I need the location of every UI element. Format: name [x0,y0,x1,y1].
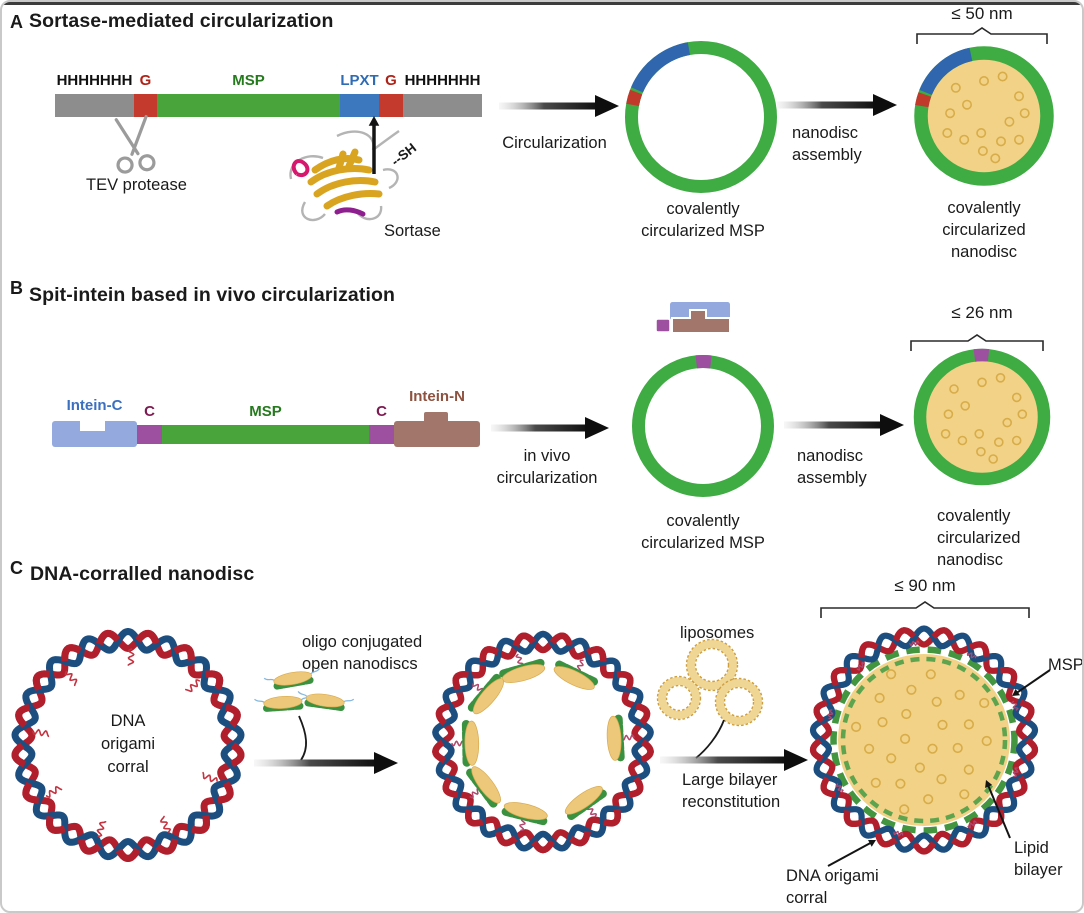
size-label-c: ≤ 90 nm [894,576,956,595]
c-right-label: C [376,402,387,420]
connector-line-liposomes [695,719,725,759]
msp-b-label: MSP [249,402,282,420]
scissors-icon [114,114,156,174]
size-bracket-a [916,27,1048,44]
segment-his-right: HHHHHHH [403,72,482,117]
g-left-label: G [139,72,152,89]
intein-c-notch [80,421,105,431]
oligo-nanodiscs-label: oligo conjugated open nanodiscs [302,633,423,673]
liposomes-label: liposomes [680,624,755,642]
released-split-intein-complex [655,302,731,334]
dna-double-helix-ring [432,630,654,854]
c-left-label: C [144,402,155,420]
window-top-edge [2,2,1082,5]
segment-msp-b: MSP [162,403,369,444]
ring-a-caption: covalently circularized MSP [641,200,765,240]
ring-b-caption: covalently circularized MSP [641,512,765,552]
dna-double-helix-ring [809,625,1039,855]
panel-c-title: DNA-corralled nanodisc [30,563,255,585]
open-nanodisc [467,673,505,715]
in-vivo-circularization-arrow [491,417,609,439]
sortase-protein-structure [289,130,400,222]
open-nanodisc [263,668,321,690]
liposome [685,638,739,692]
intein-n-block: Intein-N [394,388,480,447]
dna-corral-callout-arrow [827,840,876,867]
circularization-label: Circularization [502,134,607,152]
segment-g-right: G [379,72,403,117]
liposome [714,677,764,727]
dna-corralled-nanodisc-assembly [809,625,1039,855]
liposome [656,675,702,721]
msp-callout-arrow [1012,669,1051,696]
his-right-label: HHHHHHH [404,72,481,89]
liposomes-group [656,638,764,727]
circularized-msp-ring-a [625,41,777,193]
panel-a-letter: A [10,12,23,32]
nanodisc-assembly-label-b: nanodisc assembly [797,447,867,487]
msp-callout-label: MSP [1048,656,1084,674]
disc-addition-arrow [254,752,398,774]
sortase-label: Sortase [384,222,441,240]
open-nanodisc [564,786,607,820]
corral-center-label: DNA origami corral [100,712,156,776]
dna-origami-corral-empty [11,628,245,863]
segment-lpxt: LPXT [340,72,379,117]
connector-line-discs [298,715,307,761]
lpxt-label: LPXT [340,72,379,89]
in-vivo-circularization-label: in vivo circularization [496,447,598,487]
his-left-label: HHHHHHH [56,72,133,89]
circularization-arrow [499,95,619,117]
intein-n-label: Intein-N [409,388,465,405]
size-label-b: ≤ 26 nm [951,303,1013,322]
intein-c-label: Intein-C [66,397,123,414]
nanodisc-assembly-arrow-b [784,414,904,436]
msp-construct-a: HHHHHHH G MSP LPXT G HHHHHHH [55,72,482,117]
size-bracket-b [910,334,1044,351]
open-nanodisc [466,766,501,808]
panel-c-letter: C [10,558,23,578]
segment-c-left: C [137,403,162,444]
circularized-msp-ring-b [632,355,774,497]
segment-his-left: HHHHHHH [55,72,134,117]
panel-b-letter: B [10,278,23,298]
intein-n-bump [424,412,448,421]
corral-with-docked-nanodiscs [432,630,654,854]
segment-g-left: G [134,72,157,117]
open-nanodisc [501,802,548,826]
sortase-target-arrow [368,116,380,174]
nanodisc-assembly-label-a: nanodisc assembly [792,124,862,164]
disc-a-caption: covalently circularized nanodisc [942,199,1026,261]
intein-c-block: Intein-C [52,397,137,447]
size-label-a: ≤ 50 nm [951,4,1013,23]
circularized-nanodisc-a [914,46,1054,186]
open-nanodisc [499,658,546,683]
size-bracket-c [820,601,1030,618]
disc-b-caption: covalently circularized nanodisc [937,507,1021,569]
open-nanodisc [297,691,355,712]
bilayer-reconstitution-arrow [660,749,808,771]
open-nanodisc [461,719,480,767]
panel-b-title: Spit-intein based in vivo circularizatio… [29,284,396,306]
circularized-nanodisc-b [913,348,1051,486]
dna-double-helix-ring [11,628,245,863]
lipid-bilayer-arrow [985,780,1011,839]
open-nanodisc [606,714,625,762]
msp-construct-b: Intein-C C MSP C Intein-N [52,388,480,447]
tev-protease-label: TEV protease [86,176,187,194]
msp-a-label: MSP [232,72,265,89]
oligo-conjugated-nanodiscs [254,668,355,712]
nanodisc-assembly-arrow-a [777,94,897,116]
dna-corral-callout-label: DNA origami corral [786,867,879,907]
g-right-label: G [385,72,397,89]
large-bilayer-label: Large bilayer reconstitution [682,771,781,811]
lipid-bilayer-label: Lipid bilayer [1014,839,1063,879]
segment-c-right: C [369,403,394,444]
open-nanodisc [553,660,599,690]
panel-a-title: Sortase-mediated circularization [29,10,334,32]
segment-msp-a: MSP [157,72,340,117]
